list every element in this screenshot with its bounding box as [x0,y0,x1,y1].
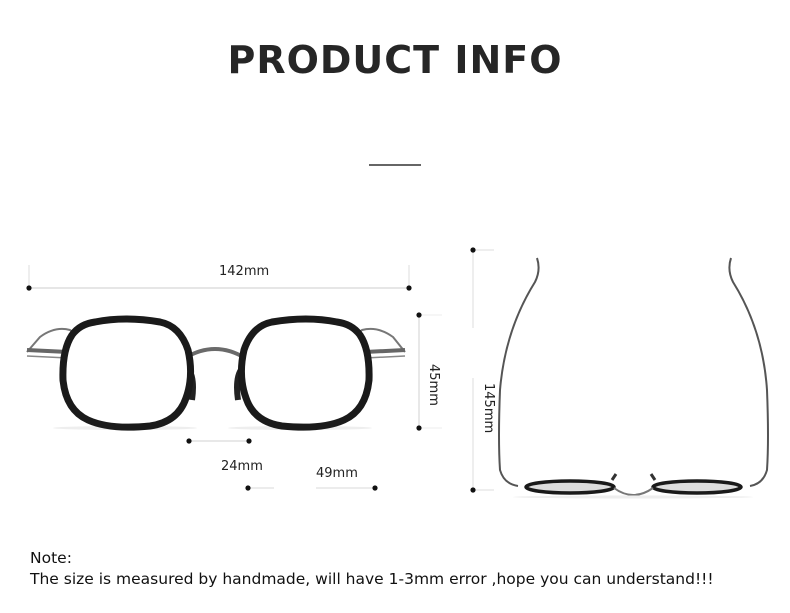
temple-length-label: 145mm [481,383,496,434]
note-text: The size is measured by handmade, will h… [30,570,714,588]
total-width-dimension [26,265,412,291]
glasses-front-view [26,315,406,431]
note-label: Note: [30,549,72,567]
bridge-width-dimension [186,438,252,444]
temple-length-dimension [470,247,494,493]
glasses-top-view [498,257,769,499]
page-title: PRODUCT INFO [227,38,563,82]
lens-width-label: 49mm [316,466,358,481]
lens-width-dimension [245,485,378,491]
title-divider [369,164,421,166]
lens-height-dimension [416,312,442,431]
total-width-label: 142mm [219,264,270,279]
lens-height-label: 45mm [426,364,441,406]
bridge-width-label: 24mm [221,459,263,474]
